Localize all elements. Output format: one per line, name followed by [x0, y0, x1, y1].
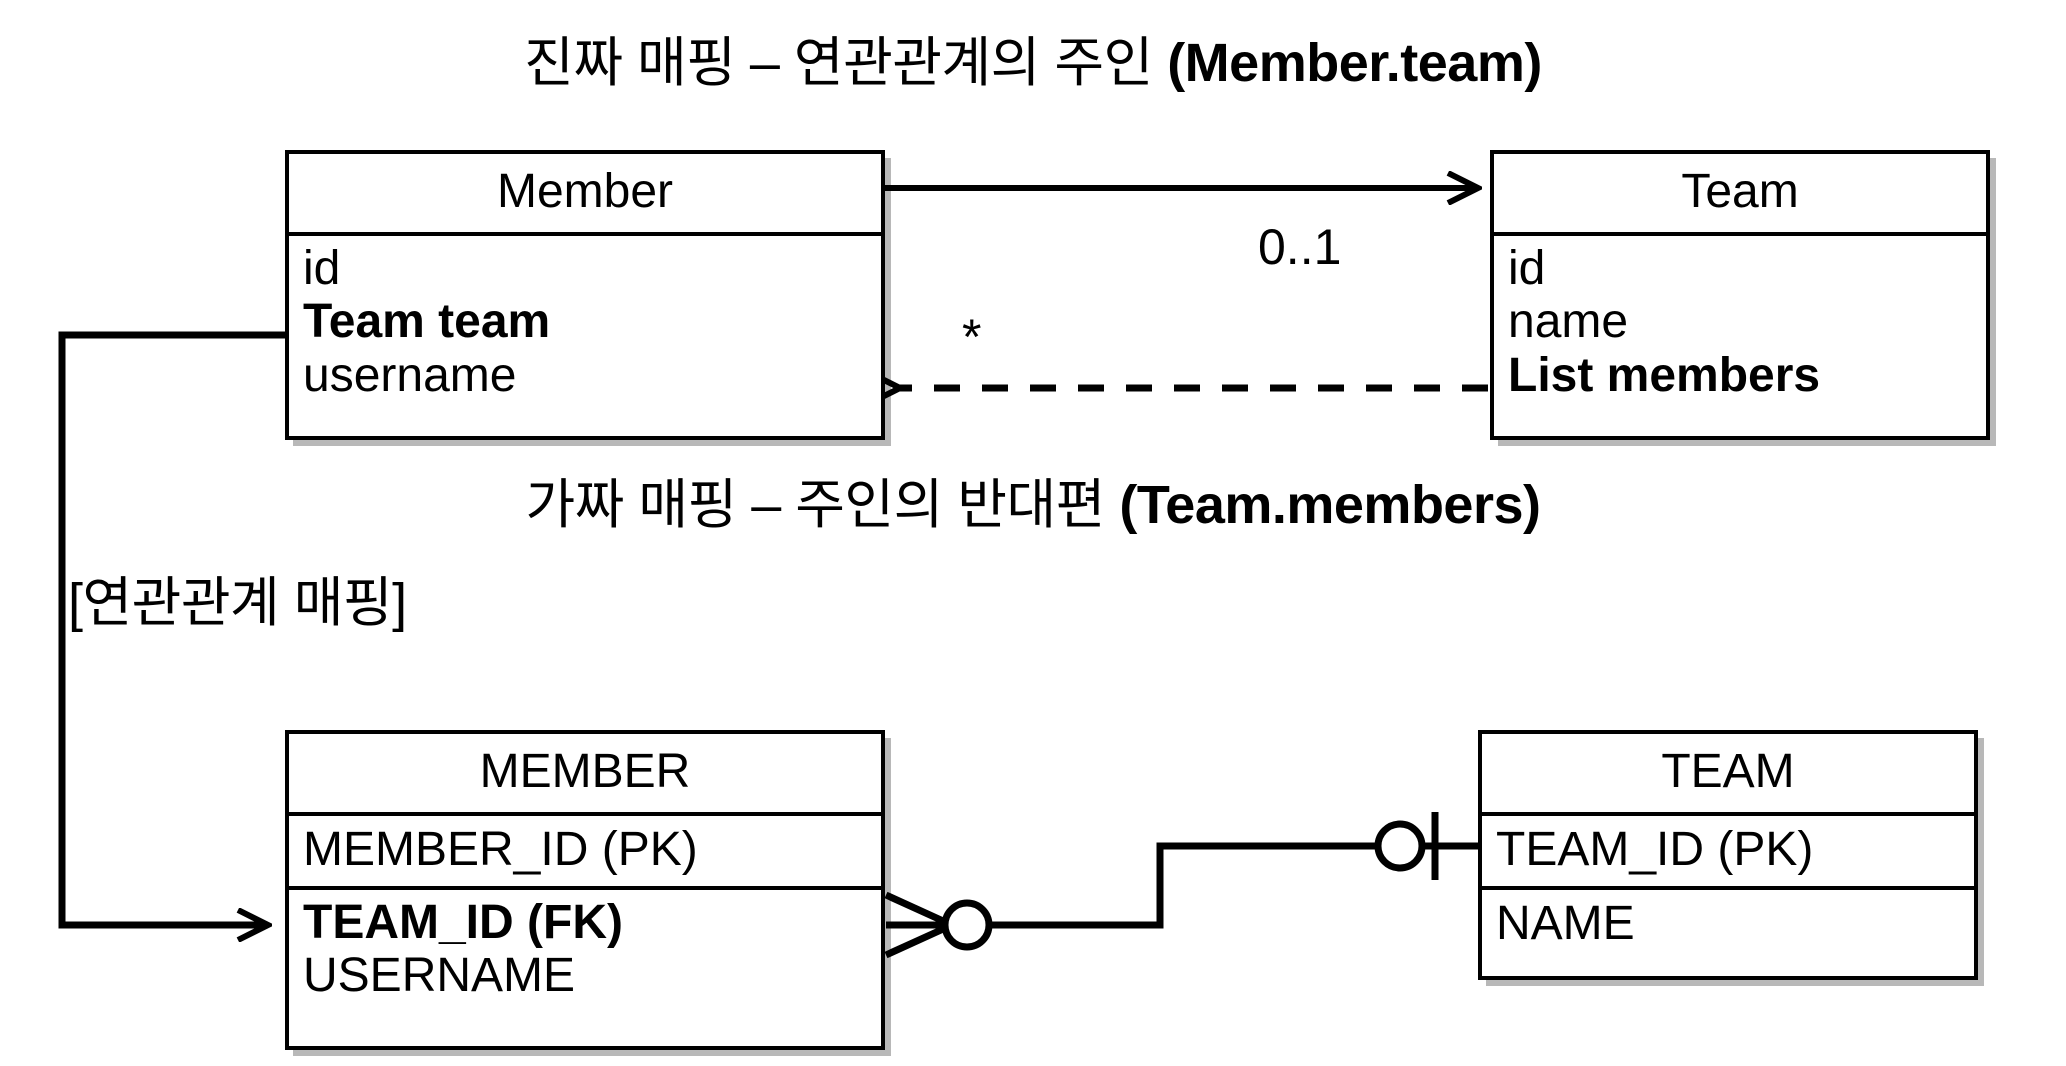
- caption-owning-side: 진짜 매핑 – 연관관계의 주인 (Member.team): [0, 36, 2066, 90]
- section-label-relationship-mapping: [연관관계 매핑]: [68, 573, 407, 633]
- table-member-column-pk: MEMBER_ID (PK): [303, 823, 698, 876]
- class-team-attr-id: id: [1508, 242, 1546, 295]
- table-member-column-username: USERNAME: [303, 949, 576, 1003]
- er-relationship-member-team: [884, 812, 1478, 959]
- class-member-attributes: id Team team username: [289, 236, 881, 412]
- class-team-attr-name: name: [1508, 295, 1629, 349]
- class-box-team[interactable]: Team id name List members: [1490, 150, 1990, 440]
- caption-inverse-korean: 가짜 매핑 – 주인의 반대편: [525, 475, 1120, 535]
- caption-owning-korean: 진짜 매핑 – 연관관계의 주인: [524, 33, 1168, 93]
- class-member-title: Member: [496, 165, 674, 218]
- table-team-column-name: NAME: [1496, 897, 1635, 950]
- table-team-column-pk: TEAM_ID (PK): [1496, 823, 1814, 876]
- table-box-team[interactable]: TEAM TEAM_ID (PK) NAME: [1478, 730, 1978, 980]
- class-team-title: Team: [1681, 165, 1799, 218]
- caption-inverse-side: 가짜 매핑 – 주인의 반대편 (Team.members): [0, 478, 2066, 532]
- table-team-divider-mid: [1482, 886, 1974, 890]
- class-team-attributes: id name List members: [1494, 236, 1986, 412]
- multiplicity-label-inverse: *: [962, 309, 982, 365]
- multiplicity-label-owning: 0..1: [1258, 219, 1342, 275]
- table-box-member[interactable]: MEMBER MEMBER_ID (PK) TEAM_ID (FK) USERN…: [285, 730, 885, 1050]
- table-member-column-group: TEAM_ID (FK) USERNAME: [289, 890, 881, 1013]
- class-member-attr-team: Team team: [303, 295, 551, 349]
- table-member-title: MEMBER: [479, 745, 691, 798]
- table-member-divider-top: [289, 812, 881, 816]
- class-team-divider: [1494, 232, 1986, 236]
- class-team-attr-members: List members: [1508, 348, 1821, 402]
- table-member-column-fk: TEAM_ID (FK): [303, 896, 623, 949]
- class-member-divider: [289, 232, 881, 236]
- table-team-divider-top: [1482, 812, 1974, 816]
- class-member-attr-id: id: [303, 242, 341, 295]
- table-team-columns: TEAM_ID (PK) NAME: [1482, 816, 1974, 960]
- table-team-title: TEAM: [1661, 745, 1795, 798]
- caption-owning-code: (Member.team): [1167, 33, 1542, 93]
- class-member-attr-username: username: [303, 348, 517, 402]
- class-box-member[interactable]: Member id Team team username: [285, 150, 885, 440]
- table-member-divider-mid: [289, 886, 881, 890]
- table-member-columns: MEMBER_ID (PK) TEAM_ID (FK) USERNAME: [289, 816, 881, 1013]
- caption-inverse-code: (Team.members): [1119, 475, 1541, 535]
